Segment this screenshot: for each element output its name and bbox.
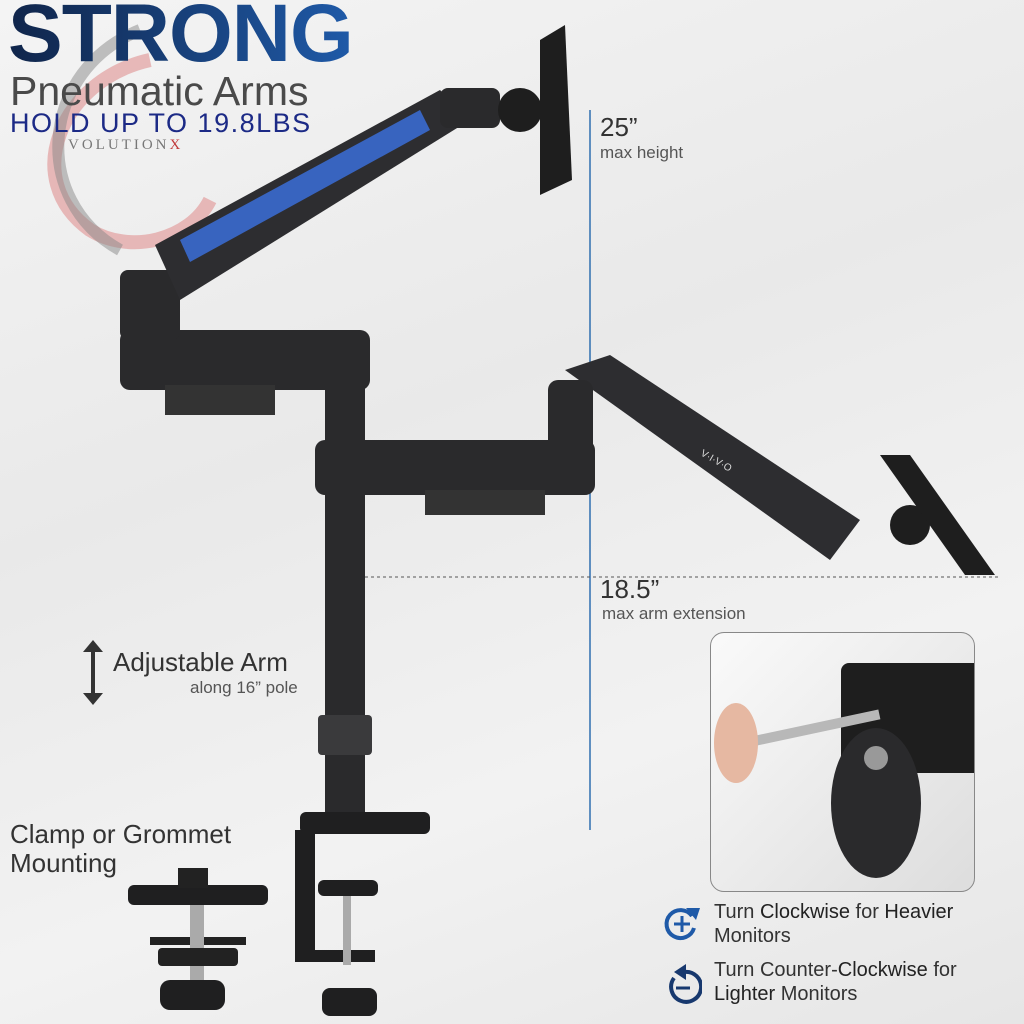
adjustable-title: Adjustable Arm (113, 647, 288, 677)
clamp-knob (322, 988, 377, 1016)
tip-emphasis: Heavier (884, 901, 954, 923)
upper-arm-joint (120, 270, 180, 340)
upper-swivel-knob (498, 88, 542, 132)
lower-cable-cover (425, 490, 545, 515)
pole-base-plate (300, 812, 430, 834)
lower-vesa-plate (880, 455, 995, 575)
desk-clamp (295, 830, 375, 962)
lower-swivel-knob (890, 505, 930, 545)
grommet-pole-stub (178, 868, 208, 888)
rotate-counterclockwise-minus-icon (662, 962, 704, 1011)
hex-key (731, 709, 881, 751)
tip-lighter: Turn Counter-Clockwise for Lighter Monit… (714, 958, 1014, 1006)
tip-text: Turn Counter- (714, 959, 838, 981)
tip-emphasis: Lighter (714, 983, 776, 1005)
mounting-line1: Clamp or Grommet (10, 819, 232, 849)
tip-text: Monitors (775, 983, 858, 1005)
tip-emphasis: Clockwise (837, 959, 928, 981)
capacity-text: HOLD UP TO 19.8LBS (10, 108, 312, 138)
arm-end-cap (831, 728, 921, 878)
watermark-logo-swirl (52, 24, 143, 256)
mounting-line2: Mounting (10, 848, 117, 878)
up-down-arrow-icon (83, 640, 103, 705)
tension-adjust-inset (710, 632, 975, 892)
upper-cable-cover (165, 385, 275, 415)
headline-title: STRONG (8, 0, 354, 75)
adjustable-subtitle: along 16” pole (190, 678, 298, 697)
tip-text: Turn (714, 901, 760, 923)
tip-emphasis: Clockwise (759, 901, 850, 923)
height-value: 25” (600, 112, 638, 142)
clamp-pad (318, 880, 378, 896)
lower-gas-arm (565, 355, 860, 560)
tip-text: Monitors (714, 925, 791, 947)
hand (714, 703, 758, 783)
tension-adjust-illustration (714, 663, 974, 878)
tension-screw (864, 746, 888, 770)
tip-text: for (927, 959, 957, 981)
upper-vesa-plate (540, 25, 572, 195)
watermark-suffix: X (169, 137, 184, 153)
headline-subtitle: Pneumatic Arms (10, 68, 309, 114)
extension-value: 18.5” (600, 574, 660, 604)
height-label: max height (600, 143, 684, 162)
lower-arm-joint (548, 380, 593, 490)
gas-spring-glow (180, 110, 430, 262)
grommet-bolt (190, 905, 204, 985)
extension-label: max arm extension (602, 604, 746, 623)
tip-heavier: Turn Clockwise for Heavier Monitors (714, 900, 1014, 948)
rotate-clockwise-plus-icon (662, 902, 702, 947)
watermark: VOLUTIONX (68, 137, 183, 153)
tip-text: for (849, 901, 885, 923)
lower-swing-arm (315, 440, 595, 495)
grommet-knob (160, 980, 225, 1010)
pole-collar (318, 715, 372, 755)
watermark-text: VOLUTION (68, 137, 170, 153)
clamp-screw (343, 885, 351, 965)
upper-tilt-joint (440, 88, 500, 128)
grommet-lower-plate (158, 948, 238, 966)
grommet-mount (128, 885, 268, 905)
upper-swing-arm (120, 330, 370, 390)
